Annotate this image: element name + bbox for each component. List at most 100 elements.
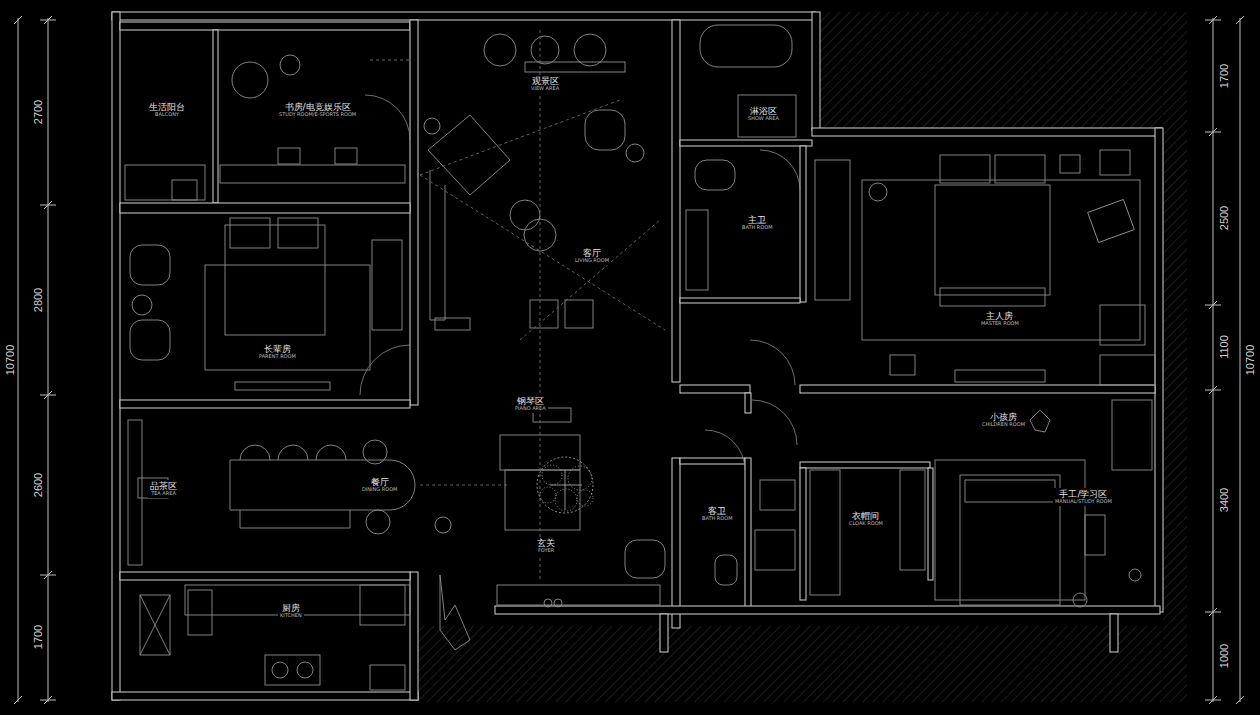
room-name: 餐厅 [362, 477, 397, 487]
room-name-english: DINING ROOM [362, 487, 397, 493]
wall [680, 140, 812, 146]
furniture [585, 110, 625, 150]
dimension-line [1209, 128, 1217, 136]
dimension-line [1209, 16, 1217, 24]
furniture [278, 445, 308, 460]
furniture [810, 470, 840, 595]
room-name: 客厅 [575, 248, 609, 258]
furniture [625, 540, 665, 578]
room-name: 淋浴区 [748, 106, 779, 116]
room-name-english: SHOW AREA [748, 116, 779, 122]
room-name-english: BALCONY [149, 112, 185, 118]
room-name-english: VIEW AREA [531, 86, 559, 92]
wall [112, 12, 120, 700]
room-label: 主人房MASTER ROOM [979, 310, 1021, 328]
furniture [360, 585, 405, 625]
wall [680, 385, 750, 393]
furniture [484, 34, 516, 66]
furniture [1073, 593, 1087, 607]
room-name: 品茶区 [150, 481, 177, 491]
furniture [862, 180, 1140, 340]
wall [660, 614, 668, 652]
wall [112, 12, 815, 20]
room-label: 淋浴区SHOW AREA [746, 105, 781, 123]
dimension-line [14, 16, 1244, 704]
dimension-line [1240, 18, 1241, 702]
furniture [890, 355, 915, 375]
furniture [372, 240, 402, 330]
door-swing [360, 95, 800, 470]
dimension-text: 2500 [1218, 204, 1230, 232]
room-label: 厨房KITCHEN [278, 602, 304, 620]
dimension-line [1209, 386, 1217, 394]
wall [800, 468, 806, 600]
furniture [435, 318, 470, 330]
furniture [1030, 410, 1050, 432]
door-swing [365, 95, 410, 140]
wall [800, 146, 806, 302]
room-name-english: PIANO AREA [515, 406, 546, 412]
wall [1110, 614, 1118, 652]
wall [745, 393, 751, 413]
furniture [940, 155, 990, 183]
furniture [370, 665, 405, 690]
tree [537, 457, 593, 513]
dimension-line [1209, 608, 1217, 616]
sight-line [540, 30, 541, 580]
dimension-line [44, 201, 52, 209]
furniture [935, 460, 1085, 600]
furniture [316, 445, 346, 460]
room-name: 客卫 [702, 506, 733, 516]
furniture [366, 510, 390, 534]
room-label: 衣帽间CLOAK ROOM [847, 510, 885, 528]
hatched-area [418, 12, 1187, 702]
sight-line [370, 30, 665, 580]
furniture [140, 595, 170, 655]
furniture [265, 655, 320, 685]
wall [812, 128, 1162, 136]
tree [540, 487, 556, 503]
furniture [900, 470, 925, 570]
furniture [755, 530, 795, 570]
furniture [297, 662, 313, 678]
furniture [232, 62, 268, 98]
room-name: 主人房 [981, 311, 1019, 321]
dimension-line [44, 391, 52, 399]
dimension-line [1209, 301, 1217, 309]
tree [568, 466, 592, 490]
room-name: 手工/学习区 [1055, 489, 1112, 499]
door-swing [705, 430, 745, 470]
furniture [695, 160, 735, 190]
room-label: 生活阳台BALCONY [147, 101, 187, 119]
furniture [1112, 400, 1152, 470]
furniture [955, 370, 1045, 382]
room-label: 书房/电竞娱乐区STUDY ROOM/E-SPORTS ROOM [277, 101, 358, 119]
wall [213, 30, 218, 203]
furniture [1060, 155, 1080, 173]
sight-line [420, 485, 510, 486]
furniture [130, 245, 170, 285]
furniture [335, 148, 357, 164]
room-label: 小孩房CHILDREN ROOM [980, 411, 1027, 429]
dimension-text: 10700 [1244, 343, 1256, 378]
room-name-english: CLOAK ROOM [849, 521, 883, 527]
furniture [125, 25, 1155, 690]
furniture [130, 320, 170, 360]
furniture [240, 510, 350, 528]
wall [410, 20, 418, 405]
dimension-text: 1100 [1218, 333, 1230, 361]
dimension-text: 1700 [32, 623, 44, 651]
furniture [1100, 305, 1145, 345]
tree [537, 457, 593, 513]
furniture [205, 265, 370, 370]
furniture [188, 590, 212, 635]
furniture [440, 575, 470, 650]
room-label: 餐厅DINING ROOM [360, 476, 399, 494]
furniture [230, 218, 270, 248]
room-label: 玄关FOYER [535, 537, 557, 555]
wall [812, 12, 820, 130]
dimension-line [1236, 16, 1244, 24]
furniture [940, 288, 1045, 306]
tree [542, 465, 562, 485]
